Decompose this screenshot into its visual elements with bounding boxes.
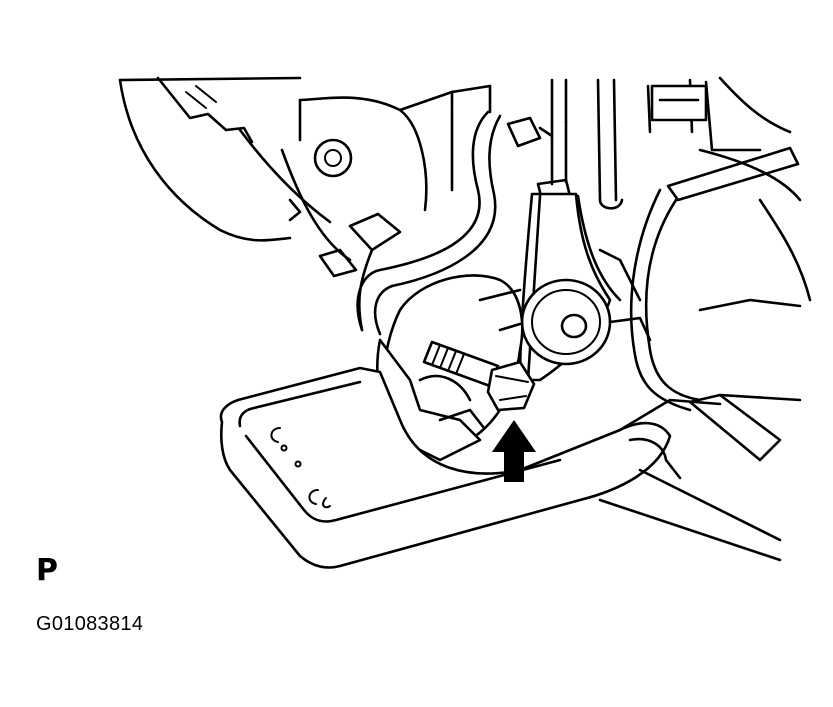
- wiring-hose: [318, 110, 572, 336]
- mount-bolt-upper-left: [313, 138, 353, 178]
- upper-housing: [118, 76, 492, 262]
- indicator-arrow: [492, 420, 536, 482]
- view-marker-label: P: [36, 553, 58, 588]
- through-bolt: [422, 340, 536, 412]
- engine-upper-right: [488, 76, 812, 462]
- base-plate: [219, 366, 782, 569]
- mount-isolator: [520, 278, 652, 366]
- figure-id-label: G01083814: [36, 613, 144, 635]
